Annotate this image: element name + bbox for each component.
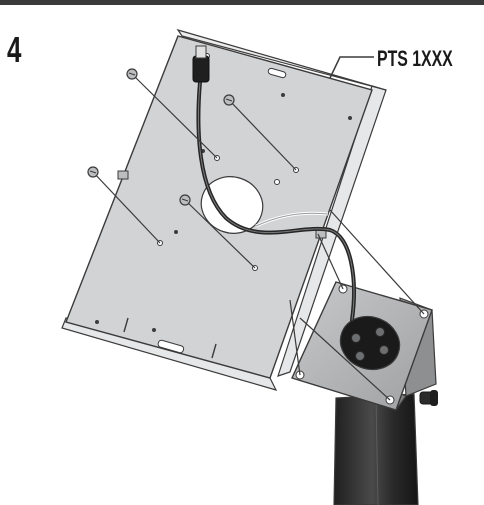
- plate-internal-cable: [255, 211, 329, 228]
- part-label-leader: [329, 56, 374, 79]
- step-number: 4: [7, 29, 22, 70]
- screw-icon: [87, 68, 235, 206]
- inner-bolts: [351, 327, 389, 361]
- charging-cable: [196, 80, 356, 322]
- top-rule: [0, 0, 484, 5]
- stand-post: [333, 393, 419, 505]
- usb-plug-icon: [192, 45, 210, 83]
- adjustment-knob-icon: [419, 390, 438, 406]
- stand-mount-head: [291, 281, 438, 411]
- screw-guides: [92, 73, 425, 401]
- part-label: PTS 1XXX: [377, 46, 453, 71]
